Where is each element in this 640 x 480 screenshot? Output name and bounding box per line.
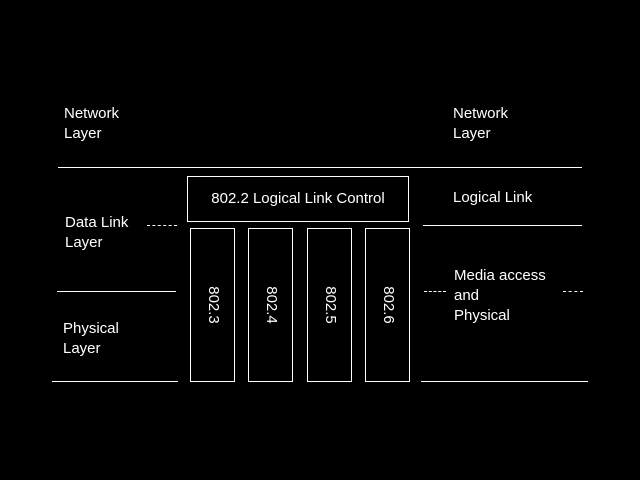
standard-label-8024: 802.4 — [262, 286, 280, 324]
standard-label-8026: 802.6 — [379, 286, 397, 324]
standard-box-8024: 802.4 — [248, 228, 293, 382]
right-media-label-line1: Media access — [454, 267, 546, 284]
right-logical-link-label: Logical Link — [453, 189, 533, 206]
right-network-label-line2: Layer — [453, 125, 491, 142]
left-bottom-line — [52, 381, 178, 382]
right-logical-link-line — [423, 225, 582, 226]
llc-label: 802.2 Logical Link Control — [211, 190, 385, 207]
right-network-label-line1: Network — [453, 105, 509, 122]
datalink-connector-dots — [147, 225, 177, 226]
left-physical-label-line1: Physical — [63, 320, 119, 337]
right-media-label-line3: Physical — [454, 307, 510, 324]
left-network-label-line1: Network — [64, 105, 120, 122]
standard-box-8026: 802.6 — [365, 228, 410, 382]
standard-box-8023: 802.3 — [190, 228, 235, 382]
left-network-label-line2: Layer — [64, 125, 102, 142]
standard-box-8025: 802.5 — [307, 228, 352, 382]
right-media-label-line2: and — [454, 287, 480, 304]
standard-label-8025: 802.5 — [321, 286, 339, 324]
left-physical-label-line2: Layer — [63, 340, 101, 357]
network-boundary-line — [58, 167, 582, 168]
llc-box: 802.2 Logical Link Control — [187, 176, 409, 222]
right-media-connector-dots-left — [424, 291, 446, 292]
left-datalink-label-line2: Layer — [65, 234, 103, 251]
left-datalink-physical-line — [57, 291, 176, 292]
right-bottom-line — [421, 381, 588, 382]
right-media-connector-dots-right — [563, 291, 583, 292]
standard-label-8023: 802.3 — [204, 286, 222, 324]
left-datalink-label-line1: Data Link — [65, 214, 129, 231]
